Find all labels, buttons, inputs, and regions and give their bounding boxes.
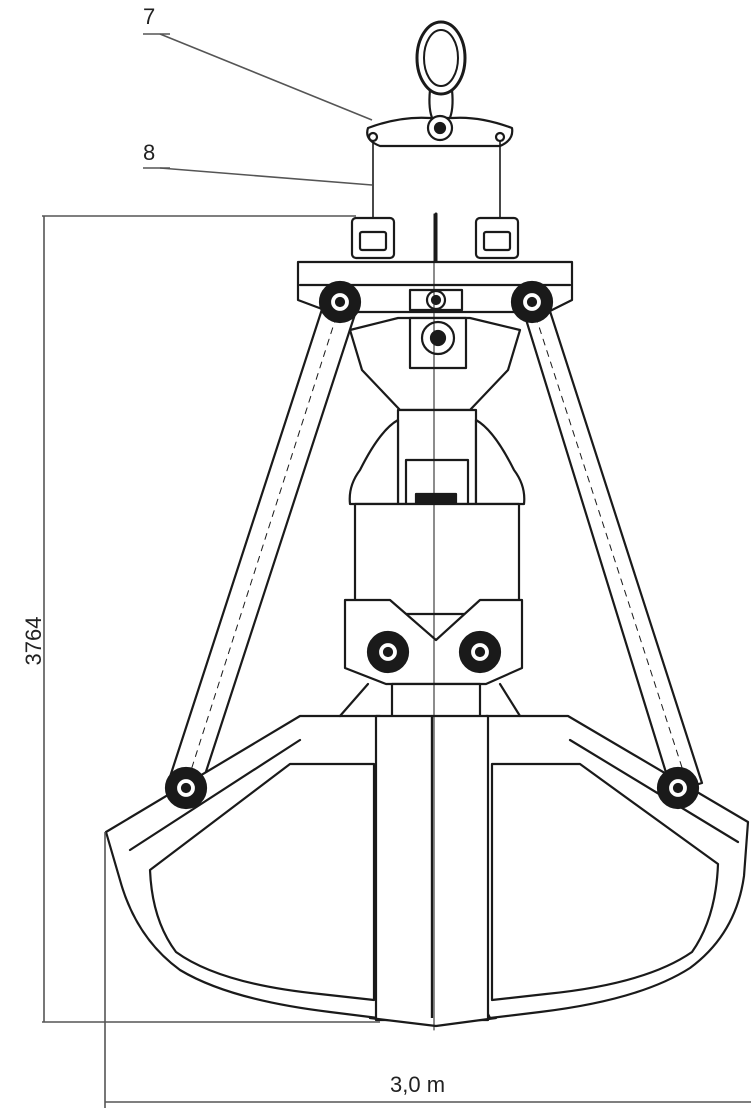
- tie-rods: [166, 298, 704, 794]
- upper-pins: [318, 280, 554, 324]
- left-shell: [104, 714, 382, 1020]
- yoke: [366, 114, 514, 148]
- lower-pins: [366, 630, 502, 674]
- shell-arms: [338, 682, 522, 718]
- rope-sockets: [350, 212, 520, 264]
- width-dimension-label: 3,0 m: [390, 1072, 446, 1097]
- dimension-lines: [42, 33, 751, 1108]
- right-shell: [484, 714, 750, 1020]
- central-column: [348, 408, 526, 506]
- shell-pins: [164, 766, 700, 810]
- height-dimension-label: 3764: [21, 616, 46, 666]
- upper-block: [348, 316, 522, 412]
- lifting-ring: [415, 20, 467, 122]
- lifting-ropes: [372, 140, 501, 219]
- callout-8-label: 8: [143, 140, 156, 165]
- shell-center-plates: [368, 714, 498, 1028]
- callout-7-label: 7: [143, 4, 156, 29]
